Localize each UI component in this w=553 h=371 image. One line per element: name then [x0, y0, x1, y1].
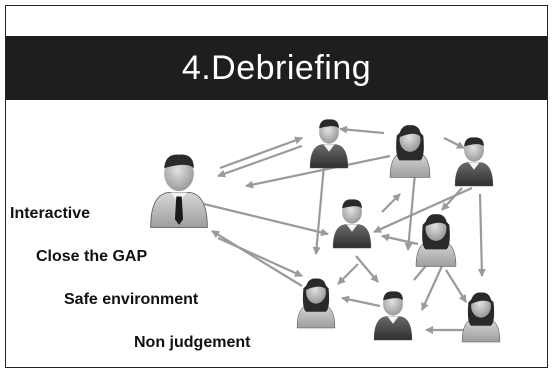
flow-arrow	[219, 136, 303, 170]
person-icon	[309, 119, 349, 169]
flow-arrow	[381, 193, 401, 213]
person-icon	[415, 214, 457, 267]
flow-arrow	[443, 137, 465, 149]
communication-network-diagram	[150, 119, 501, 343]
flow-arrow	[445, 269, 467, 303]
title-bar: 4.Debriefing	[6, 36, 547, 100]
point-interactive: Interactive	[10, 205, 91, 222]
flow-arrow	[217, 144, 303, 178]
flow-arrow	[341, 295, 381, 308]
point-non-judgement: Non judgement	[134, 334, 251, 351]
slide-title: 4.Debriefing	[181, 48, 372, 87]
slide: 4.Debriefing Interactive Close the GAP S…	[5, 5, 548, 368]
people-group	[150, 119, 501, 343]
flow-arrow	[441, 187, 463, 211]
person-icon	[150, 154, 208, 228]
flow-arrow	[245, 154, 391, 189]
flow-arrow	[337, 263, 359, 285]
flow-arrow	[217, 236, 303, 278]
flow-arrow	[381, 233, 419, 246]
person-icon	[373, 291, 413, 341]
person-icon	[461, 292, 501, 343]
flow-arrow	[203, 202, 329, 237]
arrows-group	[203, 125, 486, 334]
person-icon	[454, 137, 494, 187]
flow-arrow	[477, 193, 486, 277]
flow-arrow	[339, 125, 385, 135]
person-icon	[332, 199, 372, 249]
person-icon	[389, 125, 431, 178]
flow-arrow	[211, 230, 303, 287]
flow-arrow	[420, 265, 444, 311]
flow-arrow	[355, 255, 379, 283]
person-icon	[296, 278, 336, 329]
point-close-the-gap: Close the GAP	[36, 248, 148, 265]
flow-arrow	[312, 153, 327, 255]
point-safe-environment: Safe environment	[64, 291, 199, 308]
